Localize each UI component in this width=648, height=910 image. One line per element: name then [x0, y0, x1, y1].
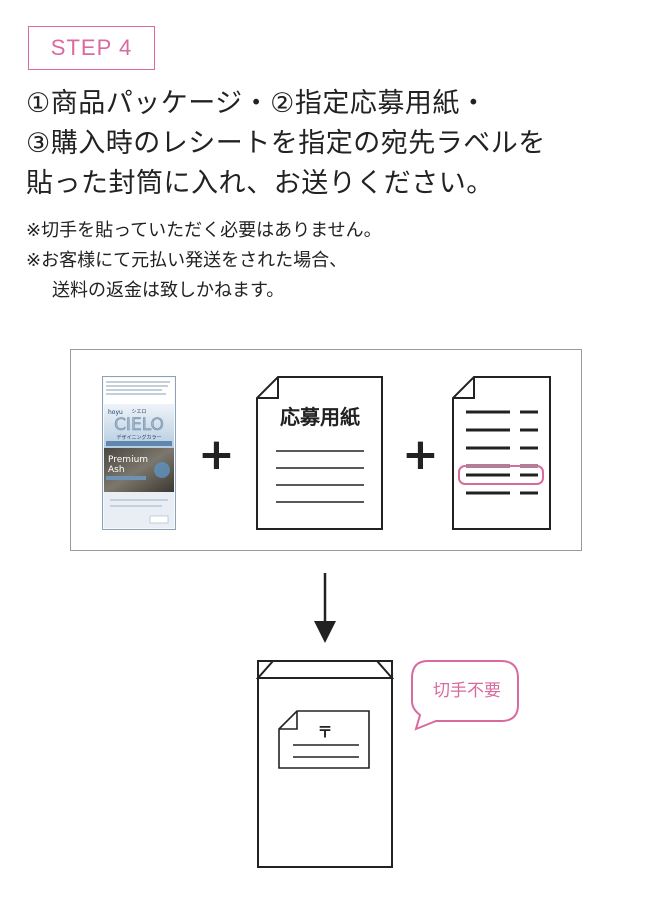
application-form-icon: 応募用紙: [256, 376, 383, 530]
note-prepaid: ※お客様にて元払い発送をされた場合、: [26, 250, 348, 271]
step-badge: STEP 4: [28, 26, 155, 70]
package-brand: CIELO: [114, 415, 164, 435]
step-label: STEP 4: [50, 35, 133, 60]
notes: ※切手を貼っていただく必要はありません。 ※お客様にて元払い発送をされた場合、 …: [26, 216, 626, 306]
package-shade: Premium: [108, 455, 148, 465]
form-title: 応募用紙: [280, 405, 360, 429]
note-no-stamp: ※切手を貼っていただく必要はありません。: [26, 220, 382, 241]
plus-icon: +: [198, 429, 235, 480]
instruction-line: ③購入時のレシートを指定の宛先ラベルを: [26, 128, 546, 159]
product-package-icon: hoyu シエロ CIELO デザイニングカラー Premium Ash: [102, 376, 176, 530]
package-brand-small: hoyu: [108, 409, 123, 416]
instruction-line: 貼った封筒に入れ、お送りください。: [26, 168, 494, 199]
package-shade2: Ash: [108, 465, 125, 475]
receipt-icon: [452, 376, 551, 530]
postal-mark: 〒: [317, 723, 332, 741]
package-sub-brand: シエロ: [131, 409, 146, 415]
package-product-line: デザイニングカラー: [116, 434, 161, 441]
receipt-highlight: [458, 465, 544, 485]
arrow-down-icon: [314, 573, 336, 643]
envelope-icon: 〒: [255, 660, 395, 868]
speech-bubble-icon: [411, 660, 519, 731]
note-no-refund: 送料の返金は致しかねます。: [52, 280, 285, 301]
instruction-text: ①商品パッケージ・②指定応募用紙・ ③購入時のレシートを指定の宛先ラベルを 貼っ…: [26, 84, 626, 204]
plus-icon: +: [402, 429, 439, 480]
instruction-line: ①商品パッケージ・②指定応募用紙・: [26, 88, 488, 119]
stamp-not-required-label: 切手不要: [433, 681, 501, 701]
